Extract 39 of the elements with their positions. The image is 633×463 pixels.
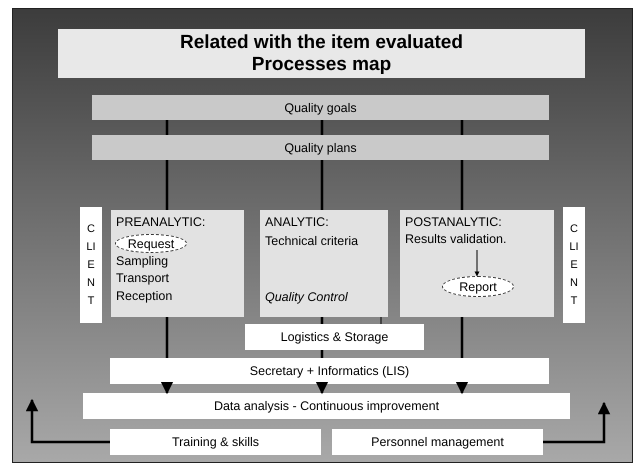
process-bar (245, 324, 424, 350)
bar-label: Quality goals (284, 100, 357, 114)
stage-heading: ANALYTIC: (265, 215, 330, 229)
title: Related with the item evaluated Processes map (58, 29, 585, 78)
arrow (456, 382, 468, 394)
bar-label: Request (128, 236, 174, 250)
step-label: Quality Control (265, 290, 349, 304)
arrow (316, 382, 328, 394)
client-column (563, 207, 585, 323)
arrow (26, 398, 110, 444)
step-label: Transport (116, 271, 170, 285)
arrow (543, 402, 610, 444)
bar-label: Data analysis - Continuous improvement (214, 399, 440, 413)
process-box (111, 210, 244, 317)
arrow (474, 250, 480, 276)
stage-heading: POSTANALYTIC: (405, 215, 503, 229)
vertical-label: CLIENT (568, 222, 580, 309)
bar-label: Report (459, 280, 497, 294)
client-column (80, 207, 102, 323)
step-label: Sampling (116, 254, 170, 268)
bar-label: Logistics & Storage (280, 330, 388, 344)
process-bar (332, 429, 543, 455)
bar-label: Training & skills (172, 435, 260, 449)
process-bar (110, 429, 321, 455)
bar-label: Quality plans (284, 140, 357, 154)
process-box (260, 210, 388, 317)
step-label: Reception (116, 289, 174, 303)
vertical-label: CLIENT (86, 222, 96, 309)
process-bar (92, 95, 549, 120)
process-bar (110, 358, 549, 384)
bar-label: Personnel management (371, 435, 504, 449)
step-label: Results validation. (405, 232, 508, 246)
arrow (160, 382, 174, 394)
process-box (400, 210, 554, 317)
bar-label: Secretary + Informatics (LIS) (250, 364, 410, 378)
step-label: Technical criteria (265, 234, 360, 248)
process-bar (83, 393, 570, 419)
stage-heading: PREANALYTIC: (116, 215, 206, 229)
process-bar (92, 135, 549, 160)
